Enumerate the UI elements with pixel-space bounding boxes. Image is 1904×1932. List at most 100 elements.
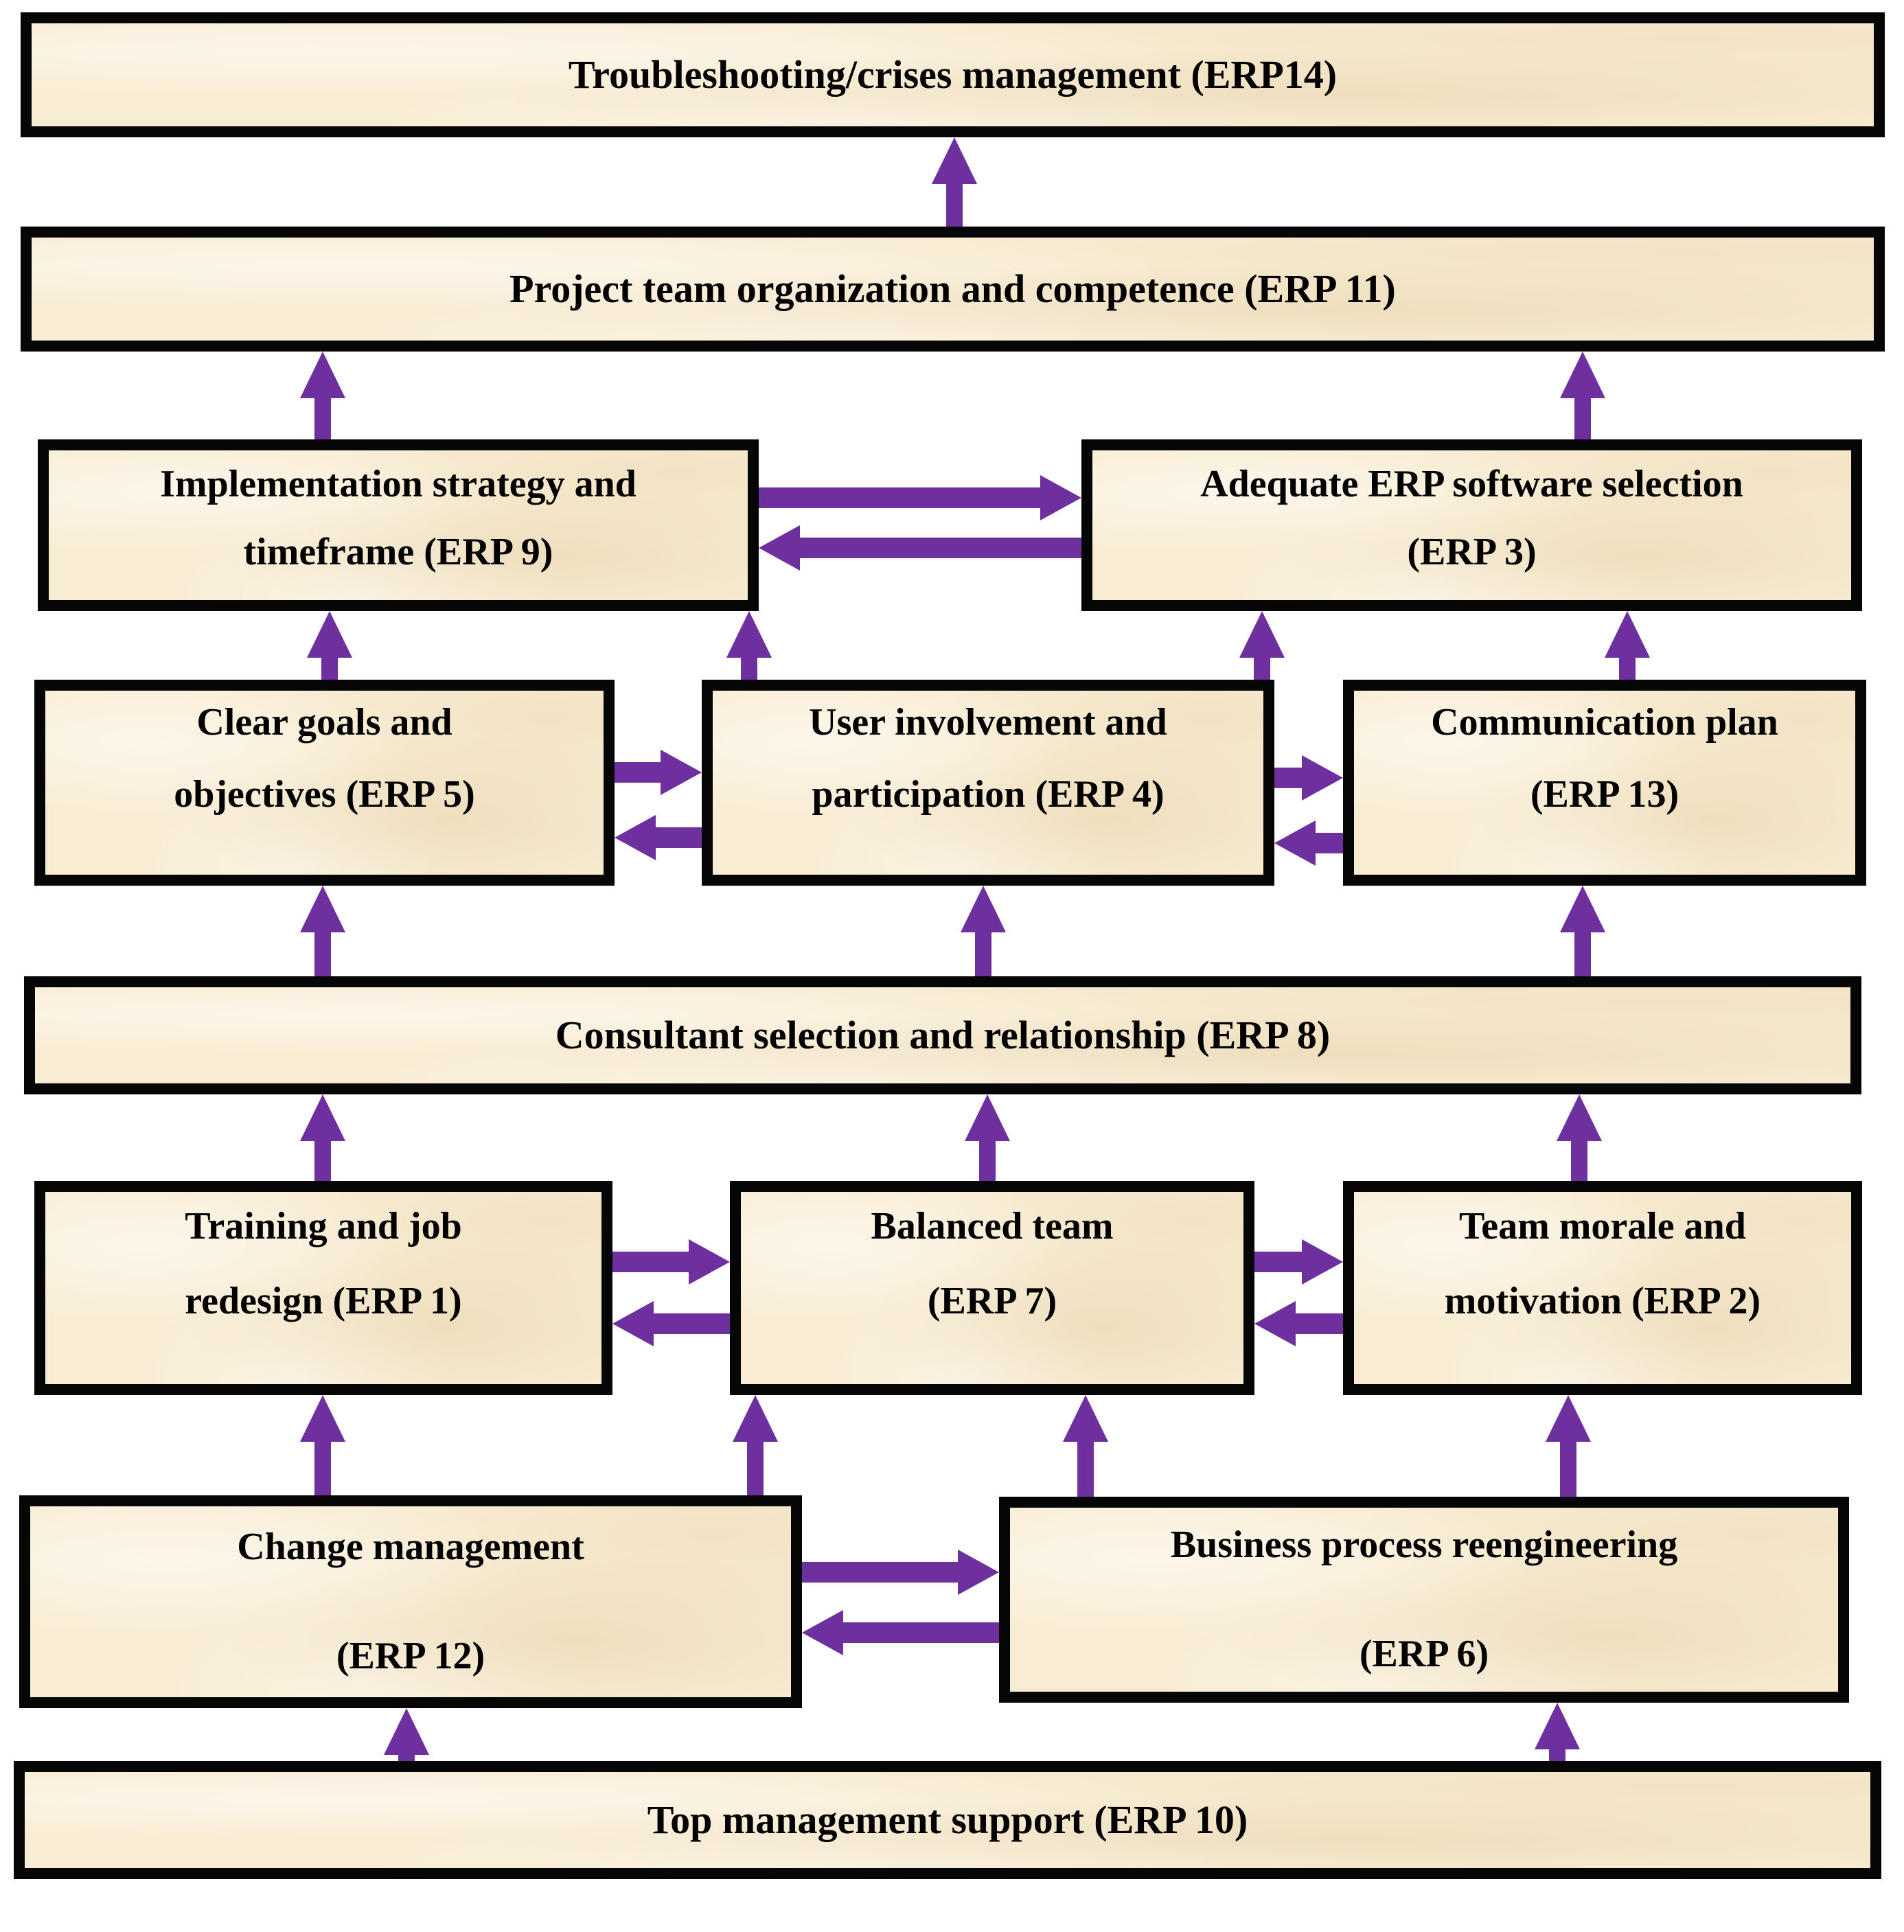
arrow-head bbox=[965, 1094, 1010, 1141]
node-erp9-implementation-strategy: Implementation strategy and timeframe (E… bbox=[38, 439, 759, 611]
arrow-shaft bbox=[649, 827, 702, 848]
arrow-shaft bbox=[314, 924, 331, 976]
node-erp5-label-line2: objectives (ERP 5) bbox=[174, 773, 475, 816]
arrow-erp10-to-erp12 bbox=[383, 1708, 430, 1761]
node-erp12-change-management: Change management (ERP 12) bbox=[19, 1495, 802, 1708]
node-erp2-team-morale-motivation: Team morale and motivation (ERP 2) bbox=[1343, 1181, 1862, 1395]
node-erp4-label-line1: User involvement and bbox=[809, 701, 1167, 744]
arrow-head bbox=[961, 886, 1006, 932]
arrow-head bbox=[802, 1610, 843, 1655]
arrow-erp8-to-erp5 bbox=[299, 886, 346, 976]
node-erp6-business-process-reengineering: Business process reengineering (ERP 6) bbox=[999, 1497, 1849, 1703]
arrow-erp7-to-erp1 bbox=[612, 1300, 730, 1347]
node-erp7-label-line1: Balanced team bbox=[871, 1205, 1114, 1248]
arrow-erp9-to-erp3 bbox=[759, 474, 1081, 521]
arrow-shaft bbox=[647, 1313, 730, 1334]
node-erp11-project-team-organization: Project team organization and competence… bbox=[21, 227, 1885, 352]
arrow-head bbox=[615, 815, 656, 860]
arrow-head bbox=[958, 1550, 999, 1595]
arrow-head bbox=[1560, 886, 1605, 932]
arrow-head bbox=[726, 611, 772, 658]
node-erp8-label: Consultant selection and relationship (E… bbox=[555, 1012, 1331, 1057]
node-erp6-label-line1: Business process reengineering bbox=[1170, 1523, 1678, 1567]
arrow-shaft bbox=[321, 649, 338, 680]
arrow-head bbox=[300, 1094, 345, 1141]
node-erp2-label-line2: motivation (ERP 2) bbox=[1444, 1280, 1761, 1322]
arrow-head bbox=[1063, 1395, 1108, 1442]
node-erp3-adequate-erp-software-selection: Adequate ERP software selection (ERP 3) bbox=[1081, 439, 1862, 611]
arrow-head bbox=[689, 1239, 730, 1285]
arrow-shaft bbox=[1254, 649, 1270, 680]
arrow-shaft bbox=[1274, 768, 1309, 788]
arrow-shaft bbox=[793, 538, 1081, 558]
arrow-shaft bbox=[1619, 649, 1636, 680]
node-erp5-clear-goals-objectives: Clear goals and objectives (ERP 5) bbox=[34, 680, 615, 886]
node-erp7-balanced-team: Balanced team (ERP 7) bbox=[730, 1181, 1254, 1395]
arrow-erp10-to-erp6 bbox=[1534, 1703, 1581, 1761]
arrow-erp7-to-erp8 bbox=[964, 1094, 1011, 1181]
node-erp1-label-line2: redesign (ERP 1) bbox=[185, 1280, 462, 1322]
arrow-erp4-to-erp3 bbox=[1239, 611, 1285, 680]
node-erp4-label-line2: participation (ERP 4) bbox=[812, 773, 1165, 816]
node-erp8-consultant-selection-relationship: Consultant selection and relationship (E… bbox=[24, 976, 1861, 1094]
arrow-shaft bbox=[979, 1133, 996, 1181]
arrow-erp7-to-erp2 bbox=[1254, 1239, 1343, 1285]
arrow-shaft bbox=[836, 1622, 999, 1643]
arrow-head bbox=[300, 886, 345, 932]
arrow-shaft bbox=[1289, 1313, 1343, 1334]
arrow-erp13-to-erp3 bbox=[1604, 611, 1651, 680]
node-erp5-label-line1: Clear goals and bbox=[196, 701, 452, 744]
node-erp3-label-line1: Adequate ERP software selection bbox=[1200, 463, 1743, 506]
arrow-head bbox=[932, 137, 977, 184]
arrow-shaft bbox=[741, 649, 757, 680]
arrow-head bbox=[759, 525, 800, 571]
node-erp12-label-line2: (ERP 12) bbox=[336, 1635, 485, 1677]
node-erp4-user-involvement-participation: User involvement and participation (ERP … bbox=[702, 680, 1274, 886]
arrow-shaft bbox=[1254, 1252, 1309, 1272]
arrow-erp6-to-erp12 bbox=[802, 1609, 999, 1656]
arrow-shaft bbox=[759, 487, 1047, 508]
arrow-shaft bbox=[612, 1252, 696, 1272]
arrow-erp5-to-erp4 bbox=[615, 749, 702, 796]
arrow-erp12-to-erp6 bbox=[802, 1549, 999, 1596]
arrow-head bbox=[1605, 611, 1650, 658]
node-erp10-top-management-support: Top management support (ERP 10) bbox=[14, 1761, 1881, 1879]
arrow-head bbox=[1302, 1239, 1343, 1285]
node-erp11-label: Project team organization and competence… bbox=[509, 266, 1396, 311]
arrow-head bbox=[384, 1708, 429, 1755]
arrow-head bbox=[1546, 1395, 1591, 1442]
arrow-erp12-to-erp7 bbox=[732, 1395, 779, 1495]
node-erp14-label: Troubleshooting/crises management (ERP14… bbox=[568, 51, 1338, 97]
arrow-erp4-to-erp9 bbox=[726, 611, 772, 680]
node-erp7-label-line2: (ERP 7) bbox=[927, 1280, 1057, 1322]
arrow-erp1-to-erp8 bbox=[299, 1094, 346, 1181]
arrow-shaft bbox=[975, 924, 991, 976]
arrow-erp4-to-erp5 bbox=[615, 814, 702, 861]
arrow-erp2-to-erp8 bbox=[1556, 1094, 1603, 1181]
arrow-shaft bbox=[314, 1434, 331, 1495]
arrow-head bbox=[1239, 611, 1285, 658]
arrow-head bbox=[1560, 352, 1605, 398]
arrow-head bbox=[733, 1395, 778, 1442]
node-erp13-label-line1: Communication plan bbox=[1431, 701, 1778, 744]
arrow-erp11-to-erp14 bbox=[931, 137, 978, 227]
arrow-erp6-to-erp7 bbox=[1062, 1395, 1109, 1497]
node-erp3-label-line2: (ERP 3) bbox=[1407, 531, 1537, 573]
node-erp9-label-line2: timeframe (ERP 9) bbox=[243, 531, 553, 573]
node-erp9-label-line1: Implementation strategy and bbox=[160, 463, 636, 506]
arrow-erp3-to-erp11 bbox=[1559, 352, 1606, 439]
node-erp13-label-line2: (ERP 13) bbox=[1530, 773, 1679, 816]
node-erp14-troubleshooting-crises-management: Troubleshooting/crises management (ERP14… bbox=[21, 12, 1885, 137]
arrow-head bbox=[300, 1395, 345, 1442]
arrow-head bbox=[300, 352, 345, 398]
arrow-erp9-to-erp11 bbox=[299, 352, 346, 439]
arrow-erp8-to-erp13 bbox=[1559, 886, 1606, 976]
arrow-head bbox=[307, 611, 352, 658]
arrow-shaft bbox=[314, 1133, 331, 1181]
node-erp6-label-line2: (ERP 6) bbox=[1359, 1633, 1489, 1675]
arrow-erp8-to-erp4 bbox=[960, 886, 1007, 976]
arrow-shaft bbox=[1560, 1434, 1576, 1497]
arrow-shaft bbox=[946, 176, 963, 227]
node-erp1-label-line1: Training and job bbox=[185, 1205, 462, 1248]
